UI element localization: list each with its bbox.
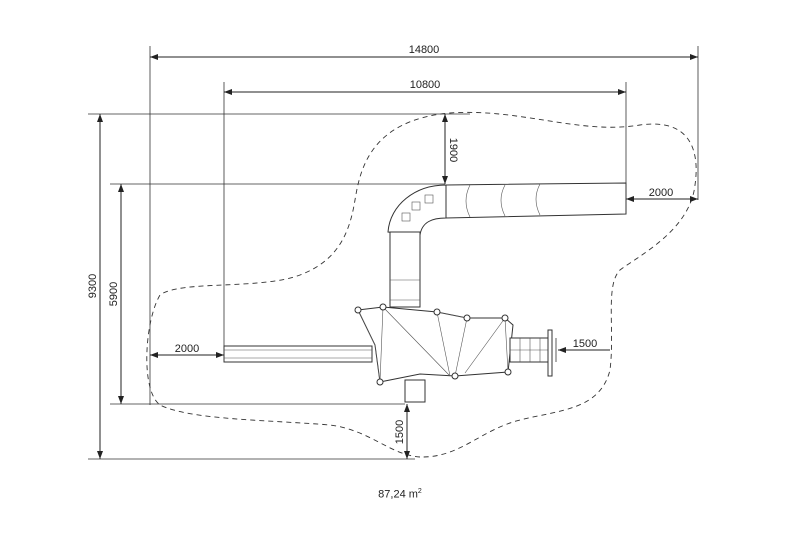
play-tower bbox=[354, 303, 514, 403]
dimension-label: 2000 bbox=[649, 187, 673, 199]
dimension-label: 5900 bbox=[108, 282, 120, 306]
dimension-1900: 1900 bbox=[442, 114, 459, 184]
area-label: 87,24 m2 bbox=[0, 488, 800, 501]
extension-lines bbox=[88, 46, 699, 460]
dimension-label: 1900 bbox=[447, 138, 459, 162]
dimension-label: 2000 bbox=[175, 343, 199, 355]
dimension-10800: 10800 bbox=[224, 79, 626, 95]
safety-zone-outline bbox=[146, 111, 697, 458]
area-unit-superscript: 2 bbox=[417, 488, 422, 495]
area-value: 87,24 m bbox=[378, 488, 418, 501]
tube-slide bbox=[387, 182, 627, 308]
dimension-label: 1500 bbox=[394, 420, 406, 444]
dimension-5900: 5900 bbox=[108, 184, 124, 404]
dimension-1500-right: 1500 bbox=[555, 338, 610, 362]
dimension-label: 1500 bbox=[573, 338, 597, 350]
dimension-label: 14800 bbox=[409, 44, 440, 56]
dimension-label: 9300 bbox=[87, 274, 99, 298]
dimension-1500-bottom: 1500 bbox=[394, 404, 410, 459]
dimension-2000-left: 2000 bbox=[150, 343, 224, 358]
dimension-9300: 9300 bbox=[87, 114, 103, 459]
dimension-14800: 14800 bbox=[150, 44, 698, 60]
dimension-label: 10800 bbox=[410, 79, 441, 91]
left-slide bbox=[223, 345, 373, 363]
dimension-2000-right: 2000 bbox=[626, 187, 698, 202]
steps bbox=[509, 329, 553, 377]
